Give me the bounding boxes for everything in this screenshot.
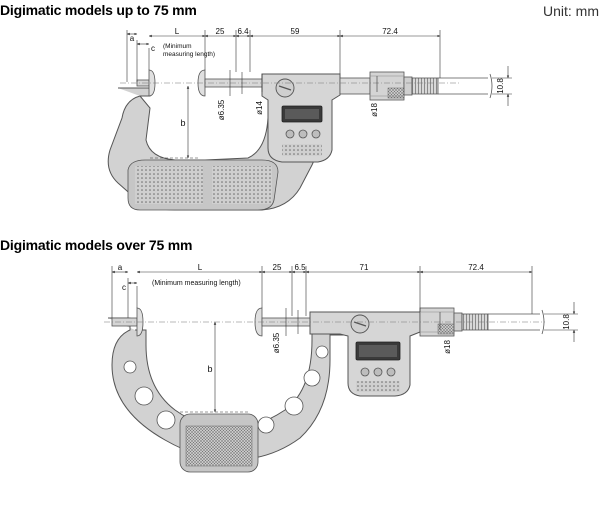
top-label-L: L — [175, 27, 180, 36]
bottom-label-a: a — [118, 263, 123, 272]
top-button-2 — [298, 129, 308, 139]
top-button-3 — [311, 129, 321, 139]
bottom-label-b: b — [207, 364, 212, 374]
bottom-label-71: 71 — [360, 263, 369, 272]
bottom-hole-7 — [315, 345, 329, 359]
top-note-min-1: (Minimum — [163, 43, 192, 50]
top-label-c: c — [151, 44, 155, 53]
bottom-label-c: c — [122, 283, 126, 292]
bottom-hole-6 — [303, 369, 321, 387]
bottom-insulator-texture — [185, 425, 253, 467]
bottom-label-dia-18: ø18 — [443, 340, 452, 354]
top-label-dia-6-35: ø6.35 — [217, 99, 226, 120]
top-sleeve — [339, 77, 371, 95]
bottom-label-25: 25 — [273, 263, 282, 272]
top-label-b: b — [180, 118, 185, 128]
top-insulator-texture-left — [135, 166, 203, 204]
top-button-1 — [285, 129, 295, 139]
heading-top: Digimatic models up to 75 mm — [0, 2, 197, 18]
bottom-button-2 — [373, 367, 383, 377]
bottom-hole-3 — [156, 410, 176, 430]
top-dimensions — [120, 30, 512, 159]
bottom-button-1 — [360, 367, 370, 377]
bottom-hole-1 — [123, 360, 137, 374]
top-label-25: 25 — [216, 27, 225, 36]
top-micrometer — [107, 69, 493, 211]
bottom-dimension-labels: a c L (Minimum measuring length) 25 6.5 … — [118, 263, 571, 374]
top-label-10-8: 10.8 — [496, 78, 505, 94]
top-ratchet — [411, 77, 439, 95]
bottom-label-10-8: 10.8 — [562, 314, 571, 330]
bottom-label-72-4: 72.4 — [468, 263, 484, 272]
top-label-dia-18: ø18 — [370, 103, 379, 117]
top-label-72-4: 72.4 — [382, 27, 398, 36]
bottom-micrometer — [108, 307, 545, 473]
bottom-dimensions — [104, 266, 578, 413]
top-label-dia-14: ø14 — [255, 101, 264, 115]
bottom-button-3 — [386, 367, 396, 377]
bottom-note-min: (Minimum measuring length) — [152, 280, 241, 287]
bottom-label-dia-6-35: ø6.35 — [272, 332, 281, 353]
bottom-hole-2 — [134, 386, 154, 406]
top-label-6-4: 6.4 — [237, 27, 249, 36]
unit-label: Unit: mm — [543, 3, 599, 19]
bottom-label-L: L — [198, 263, 203, 272]
top-label-59: 59 — [291, 27, 300, 36]
top-label-a: a — [130, 34, 135, 43]
top-note-min-2: measuring length) — [163, 51, 215, 58]
heading-bottom: Digimatic models over 75 mm — [0, 237, 193, 253]
top-insulator-texture-right — [212, 166, 272, 204]
bottom-label-6-5: 6.5 — [294, 263, 306, 272]
bottom-hole-4 — [257, 416, 275, 434]
top-dimension-labels: a c L (Minimum measuring length) 25 6.4 … — [130, 27, 505, 128]
bottom-hole-5 — [284, 396, 304, 416]
